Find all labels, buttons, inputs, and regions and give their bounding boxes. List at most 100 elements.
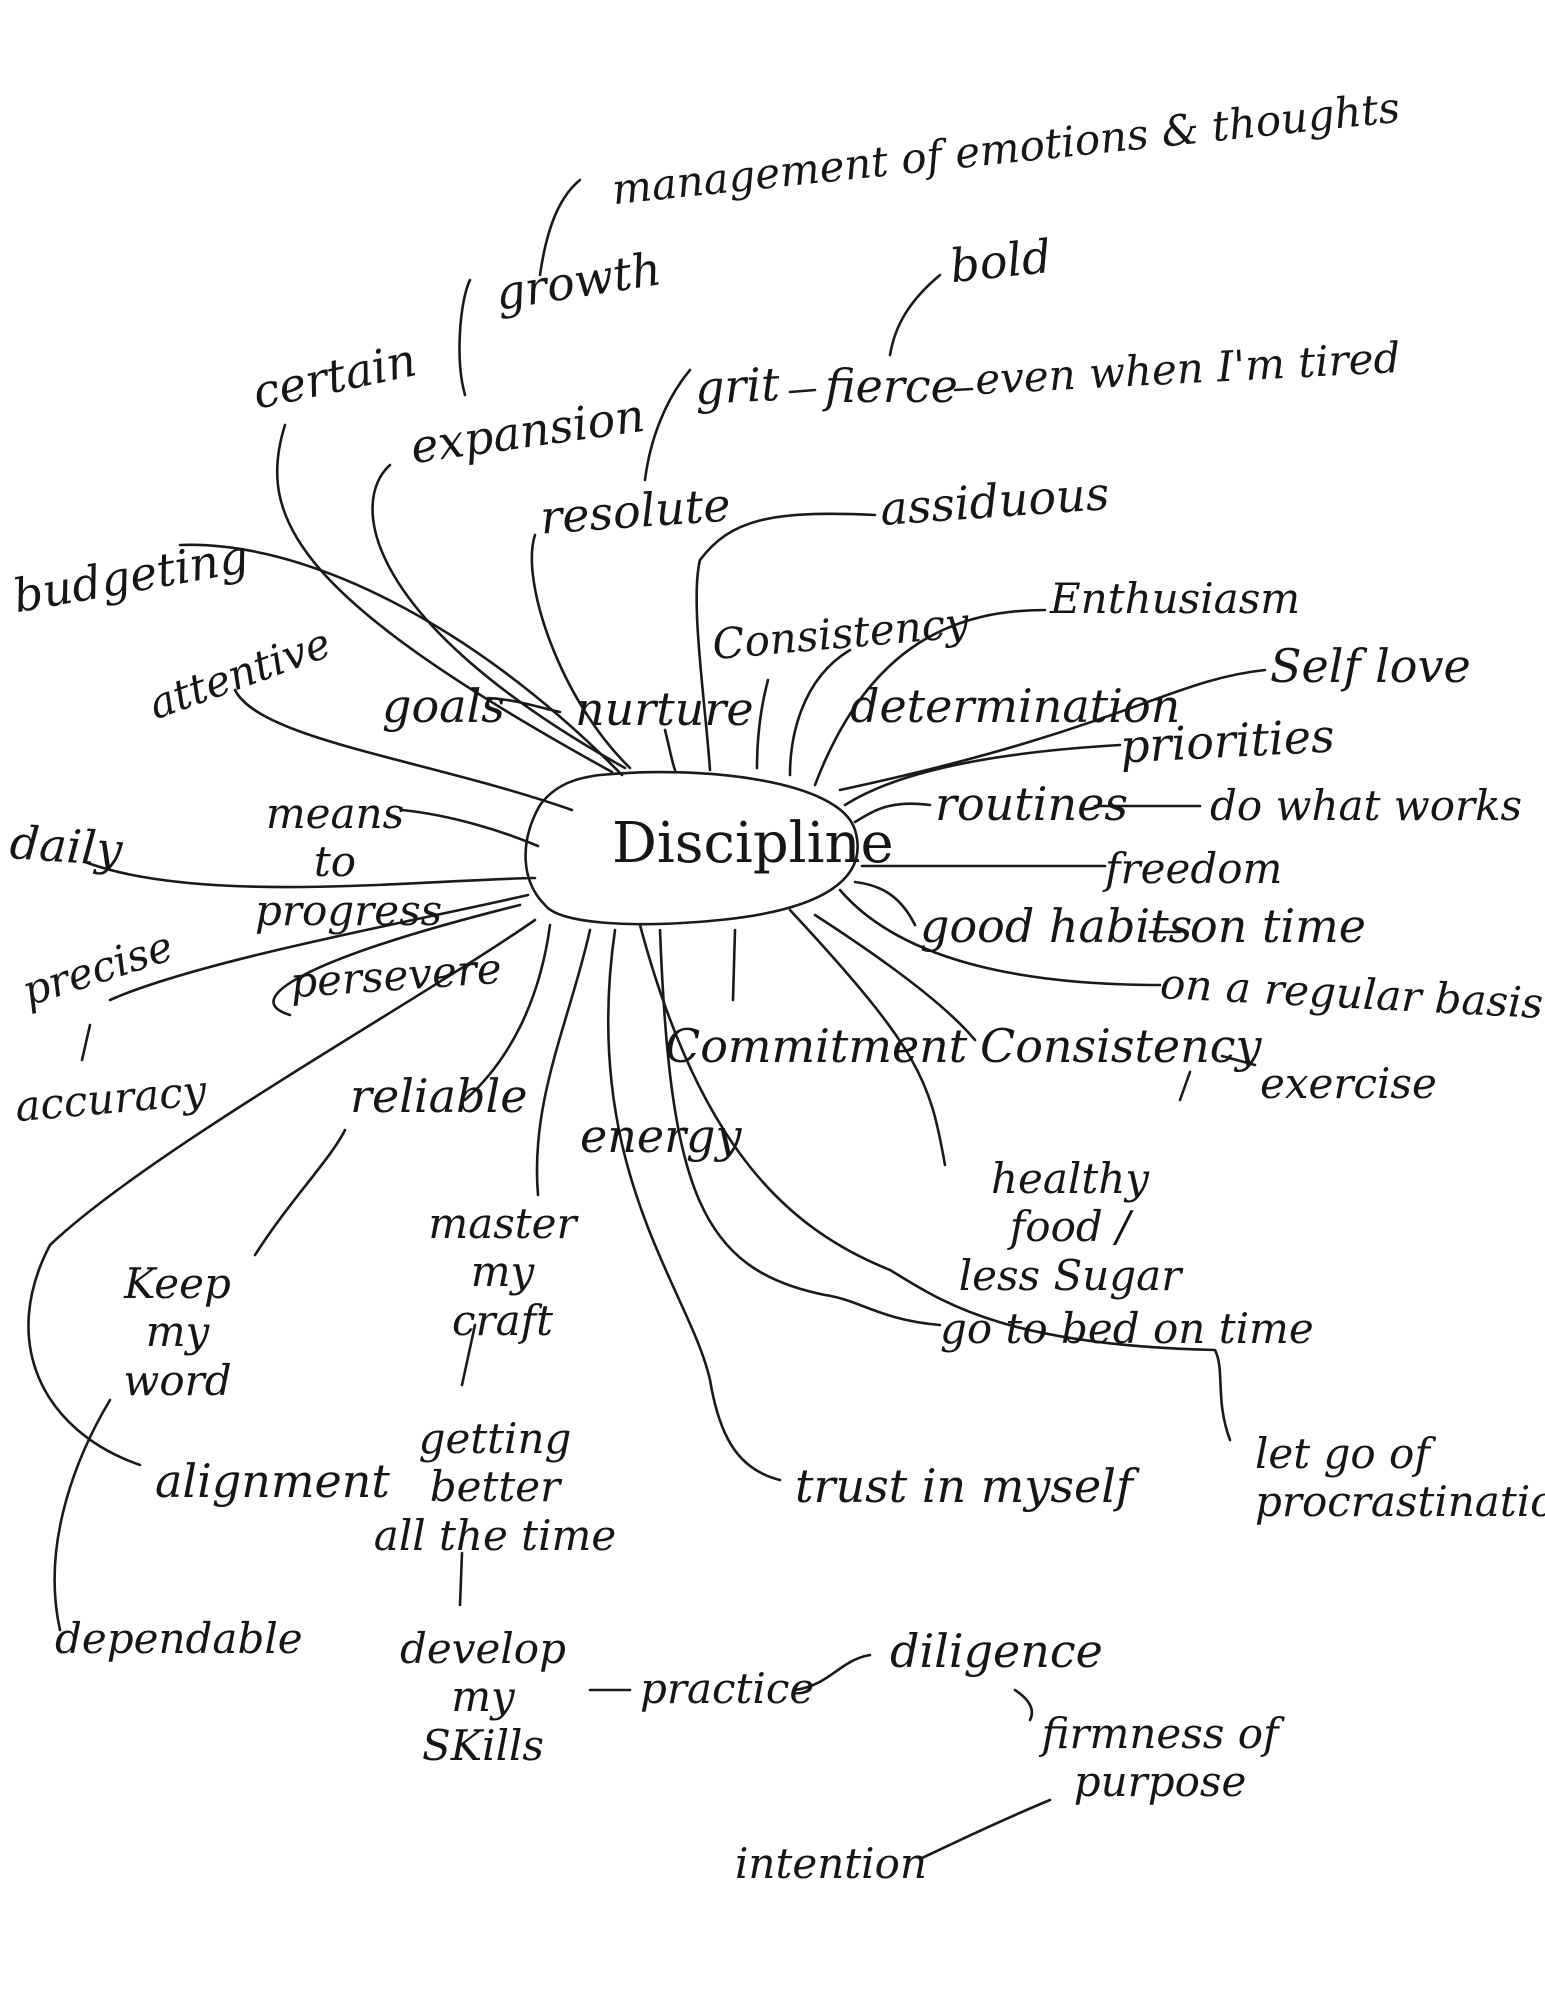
node-let-go: let go of procrastination bbox=[1255, 1429, 1545, 1527]
link-practice-diligence bbox=[793, 1653, 872, 1692]
node-getting-better: getting better all the time bbox=[365, 1414, 625, 1560]
means-line2: progress bbox=[255, 885, 443, 935]
link-keep bbox=[253, 1128, 347, 1257]
node-energy: energy bbox=[580, 1109, 742, 1163]
link-grit-up bbox=[643, 368, 692, 482]
node-consistency-right: Consistency bbox=[980, 1019, 1262, 1073]
node-routines: routines bbox=[935, 777, 1128, 831]
center-ellipse bbox=[524, 770, 859, 926]
node-goals: goals bbox=[382, 679, 505, 733]
develop-line2: SKills bbox=[421, 1720, 544, 1770]
develop-line1: develop my bbox=[400, 1624, 566, 1722]
link-determination bbox=[788, 648, 852, 777]
link-consistency-top bbox=[755, 678, 770, 770]
master-line1: master my bbox=[428, 1199, 577, 1297]
link-diligence-firmness bbox=[1013, 1688, 1034, 1722]
link-procrastination bbox=[638, 923, 1232, 1442]
node-enthusiasm: Enthusiasm bbox=[1050, 574, 1301, 623]
link-management bbox=[538, 178, 582, 277]
node-go-to-bed: go to bed on time bbox=[940, 1304, 1314, 1353]
node-develop-my-skills: develop my SKills bbox=[378, 1624, 588, 1770]
node-good-habits: good habits bbox=[920, 899, 1193, 953]
link-assiduous bbox=[695, 512, 877, 772]
let-go-line1: let go of bbox=[1255, 1429, 1430, 1478]
link-consistency-down bbox=[1178, 1070, 1192, 1102]
link-priorities bbox=[843, 743, 1122, 807]
node-means-to-progress: means to progress bbox=[255, 789, 443, 935]
firmness-line1: firmness of bbox=[1041, 1709, 1279, 1758]
link-budgeting bbox=[178, 543, 624, 777]
link-persevere bbox=[272, 903, 522, 1017]
link-master bbox=[535, 928, 592, 1197]
node-self-love: Self love bbox=[1270, 639, 1471, 693]
link-enthusiasm bbox=[813, 608, 1047, 787]
node-reliable: reliable bbox=[350, 1069, 528, 1123]
node-keep-my-word: Keep my word bbox=[90, 1259, 265, 1405]
link-goals bbox=[486, 696, 562, 714]
node-priorities: priorities bbox=[1118, 708, 1336, 774]
link-precise bbox=[108, 893, 530, 1002]
link-good-habits bbox=[853, 880, 917, 927]
node-commitment: Commitment bbox=[665, 1019, 968, 1073]
link-expansion bbox=[371, 463, 627, 770]
link-grit-fierce bbox=[788, 388, 817, 394]
link-growth bbox=[458, 278, 472, 397]
node-firmness-of-purpose: firmness of purpose bbox=[1040, 1709, 1280, 1807]
keep-line2: word bbox=[123, 1355, 232, 1405]
link-routines bbox=[853, 802, 932, 824]
getting-line1: getting better bbox=[418, 1414, 572, 1512]
link-means bbox=[400, 808, 540, 848]
node-bold: bold bbox=[947, 228, 1054, 294]
link-self-love bbox=[838, 668, 1267, 792]
getting-line2: all the time bbox=[373, 1510, 617, 1560]
node-do-what-works: do what works bbox=[1210, 781, 1523, 830]
center-node: Discipline bbox=[612, 811, 894, 876]
link-getting-down bbox=[458, 1551, 464, 1607]
node-determination: determination bbox=[850, 679, 1181, 733]
link-fierce-tired bbox=[953, 387, 974, 392]
link-nurture bbox=[663, 728, 677, 772]
link-master-down bbox=[460, 1323, 477, 1387]
node-fierce: fierce bbox=[825, 359, 958, 413]
master-line2: craft bbox=[451, 1295, 554, 1345]
link-fierce-bold bbox=[888, 273, 942, 357]
link-attentive bbox=[233, 688, 574, 812]
node-exercise: exercise bbox=[1260, 1059, 1437, 1108]
node-healthy-food: healthy food / less Sugar bbox=[940, 1154, 1200, 1300]
link-resolute bbox=[530, 533, 632, 770]
node-dependable: dependable bbox=[55, 1614, 303, 1663]
firmness-line2: purpose bbox=[1073, 1757, 1247, 1807]
link-consistency-exercise bbox=[1220, 1054, 1257, 1067]
link-precise-accuracy bbox=[80, 1023, 92, 1062]
means-line1: means to bbox=[265, 789, 405, 887]
let-go-line2: procrastination bbox=[1255, 1477, 1545, 1527]
node-freedom: freedom bbox=[1105, 844, 1283, 893]
node-grit: grit bbox=[693, 356, 781, 416]
node-trust-in-myself: trust in myself bbox=[795, 1459, 1133, 1513]
link-reliable bbox=[463, 923, 552, 1102]
node-alignment: alignment bbox=[155, 1454, 390, 1508]
node-diligence: diligence bbox=[890, 1624, 1103, 1678]
healthy-line2: less Sugar bbox=[958, 1250, 1182, 1300]
link-firmness-intention bbox=[920, 1798, 1052, 1860]
node-on-time: on time bbox=[1190, 899, 1366, 953]
node-master-my-craft: master my craft bbox=[395, 1199, 610, 1345]
link-dependable bbox=[53, 1398, 112, 1632]
link-consistency-right bbox=[813, 913, 977, 1042]
link-certain bbox=[275, 423, 614, 774]
link-alignment bbox=[27, 918, 537, 1467]
link-go-to-bed bbox=[658, 928, 942, 1327]
link-commitment bbox=[731, 928, 737, 1002]
link-healthy bbox=[788, 908, 947, 1167]
link-daily bbox=[83, 860, 537, 889]
link-regular bbox=[838, 888, 1162, 987]
node-nurture: nurture bbox=[575, 682, 754, 736]
link-trust bbox=[606, 928, 782, 1482]
node-practice: practice bbox=[640, 1664, 815, 1713]
keep-line1: Keep my bbox=[124, 1259, 231, 1357]
node-daily: daily bbox=[8, 815, 125, 877]
node-intention: intention bbox=[735, 1839, 927, 1888]
healthy-line1: healthy food / bbox=[990, 1154, 1150, 1252]
